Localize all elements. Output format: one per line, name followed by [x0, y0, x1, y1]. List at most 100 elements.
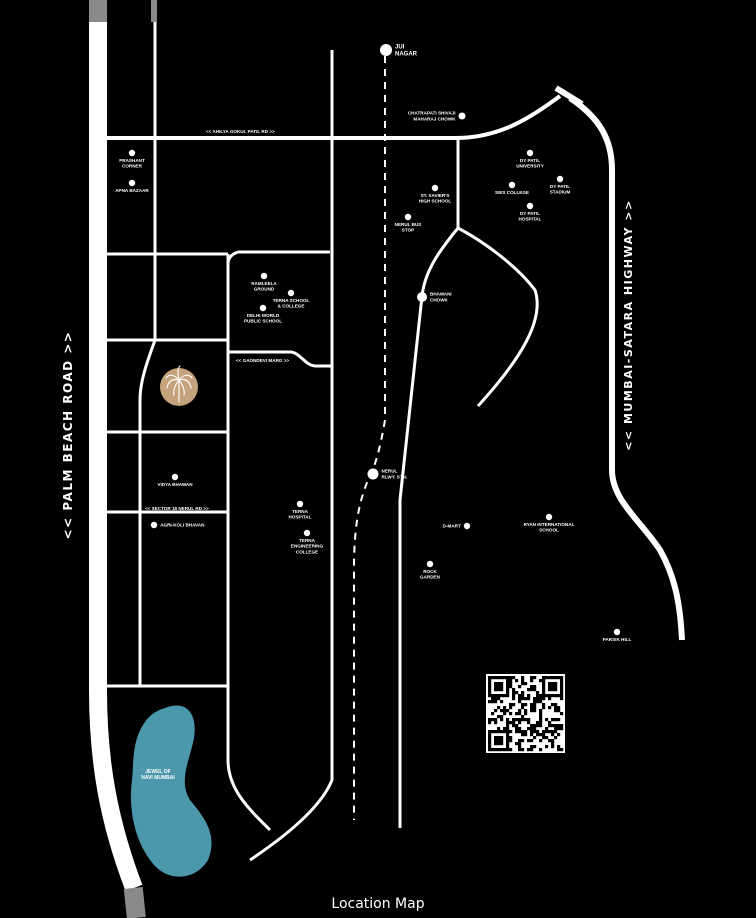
poi-marker: [260, 272, 268, 280]
mumbai-satara-highway-label: << MUMBAI-SATARA HIGHWAY >>: [622, 199, 635, 451]
poi-label: RYAN INTERNATIONAL: [524, 522, 575, 527]
poi-label: SCHOOL: [539, 528, 559, 533]
poi-parsik[interactable]: PARSIK HILL: [603, 628, 632, 642]
poi-marker: [526, 202, 534, 210]
map-caption: Location Map: [331, 896, 425, 912]
poi-label: PARSIK HILL: [603, 637, 632, 642]
poi-label: DY PATIL: [520, 158, 540, 163]
poi-label: D-MART: [443, 524, 461, 529]
poi-vidya[interactable]: VIDYA BHAWAN: [157, 473, 193, 487]
poi-marker: [404, 213, 412, 221]
poi-label: RLWY. STN.: [382, 475, 408, 480]
poi-label: ST. XAVIER'S: [421, 193, 450, 198]
poi-label: DELHI WORLD: [247, 313, 280, 318]
poi-label: GROUND: [254, 287, 275, 292]
lake: [130, 705, 212, 877]
poi-label: ENGINEERING: [291, 544, 324, 549]
poi-label: STADIUM: [550, 190, 571, 195]
poi-label: VIDYA BHAWAN: [157, 482, 193, 487]
poi-label: CHOWK: [430, 298, 449, 303]
poi-label: CHATRAPATI SHIVAJI: [408, 111, 456, 116]
poi-label: JUI: [395, 45, 405, 51]
poi-marker: [150, 521, 158, 529]
poi-sies[interactable]: SIES COLLEGE: [495, 181, 529, 195]
poi-marker: [417, 292, 427, 302]
poi-marker: [171, 473, 179, 481]
poi-marker: [128, 149, 136, 157]
poi-label: NERUL BUS: [395, 222, 422, 227]
poi-label: SIES COLLEGE: [495, 190, 529, 195]
gaondevi-road-label: << GAONDEVI MARG >>: [236, 358, 289, 363]
poi-marker: [508, 181, 516, 189]
palm-beach-road-label: << PALM BEACH ROAD >>: [61, 331, 75, 540]
poi-marker: [431, 184, 439, 192]
poi-label: HIGH SCHOOL: [419, 199, 452, 204]
project-location-marker[interactable]: [160, 365, 198, 406]
poi-marker: [128, 179, 136, 187]
poi-marker: [380, 44, 392, 56]
lake-label-line2: NAVI MUMBAI: [141, 775, 175, 781]
poi-marker: [613, 628, 621, 636]
poi-terna-school[interactable]: TERNA SCHOOL& COLLEGE: [273, 289, 310, 309]
poi-label: NERUL: [382, 469, 398, 474]
poi-label: PRASHANT: [119, 158, 145, 163]
poi-label: COLLEGE: [296, 549, 318, 554]
ahilya-road-label: << AHILYA GOKUL PATIL RD >>: [206, 129, 275, 134]
palm-beach-road: [89, 0, 146, 918]
poi-label: NAGAR: [395, 52, 418, 58]
qr-code[interactable]: [486, 674, 565, 753]
poi-label: UNIVERSITY: [516, 164, 544, 169]
poi-label: BHAWANI: [430, 292, 452, 297]
poi-label: ROCK: [423, 569, 437, 574]
poi-dmart[interactable]: D-MART: [443, 522, 471, 530]
poi-label: & COLLEGE: [278, 304, 305, 309]
poi-label: HOSPITAL: [519, 217, 542, 222]
poi-apna[interactable]: APNA BAZAAR: [115, 179, 149, 193]
sector18-road-label: << SECTOR 18 NERUL RD >>: [145, 506, 209, 511]
poi-label: GARDEN: [420, 575, 441, 580]
poi-label: MAHARAJ CHOWK: [413, 117, 456, 122]
poi-label: TERNA: [299, 538, 316, 543]
lake-label-line1: JEWEL OF: [145, 769, 170, 775]
poi-marker: [259, 304, 267, 312]
poi-label: RAMLEELA: [251, 281, 277, 286]
poi-marker: [526, 149, 534, 157]
poi-marker: [545, 513, 553, 521]
poi-label: TERNA: [292, 509, 309, 514]
poi-label: DY PATIL: [520, 211, 540, 216]
poi-label: CORNER: [122, 164, 143, 169]
poi-marker: [458, 112, 466, 120]
poi-marker: [287, 289, 295, 297]
poi-label: APNA BAZAAR: [115, 188, 149, 193]
poi-label: TERNA SCHOOL: [273, 298, 310, 303]
palm-tree-icon: [165, 365, 193, 403]
poi-marker: [367, 468, 379, 480]
poi-agri[interactable]: AGRI-KOLI BHAVAN: [150, 521, 205, 529]
poi-marker: [463, 522, 471, 530]
poi-label: HOSPITAL: [289, 515, 312, 520]
poi-label: DY PATIL: [550, 184, 570, 189]
poi-marker: [296, 500, 304, 508]
poi-marker: [556, 175, 564, 183]
poi-label: AGRI-KOLI BHAVAN: [160, 523, 205, 528]
poi-label: PUBLIC SCHOOL: [244, 319, 282, 324]
poi-marker: [426, 560, 434, 568]
